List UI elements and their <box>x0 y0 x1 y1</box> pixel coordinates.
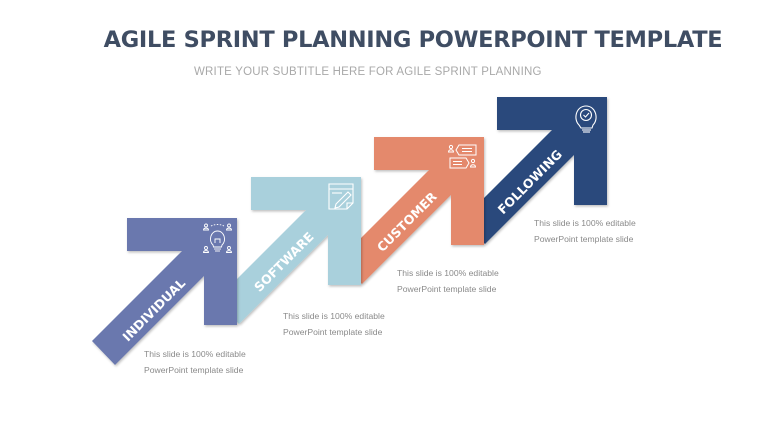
arrow-shape <box>216 177 361 324</box>
lightbulb-check-icon <box>575 105 597 133</box>
description-line: PowerPoint template slide <box>144 364 244 375</box>
description-line: PowerPoint template slide <box>283 326 383 337</box>
edit-document-icon <box>328 183 354 210</box>
arrow-step-software[interactable]: SOFTWARE <box>216 177 361 324</box>
arrow-shape <box>462 97 607 244</box>
arrow-step-individual[interactable]: INDIVIDUAL <box>92 218 237 365</box>
chat-conversation-icon <box>447 144 477 169</box>
arrow-shape <box>339 137 484 284</box>
description-line: This slide is 100% editable <box>144 349 246 359</box>
description-line: PowerPoint template slide <box>397 283 497 294</box>
step-description-individual: This slide is 100% editable PowerPoint t… <box>144 347 246 378</box>
description-line: This slide is 100% editable <box>397 268 499 278</box>
step-description-following: This slide is 100% editable PowerPoint t… <box>534 216 636 247</box>
description-line: This slide is 100% editable <box>283 311 385 321</box>
slide-subtitle: WRITE YOUR SUBTITLE HERE FOR AGILE SPRIN… <box>194 66 542 78</box>
step-description-software: This slide is 100% editable PowerPoint t… <box>283 309 385 340</box>
slide-title: AGILE SPRINT PLANNING POWERPOINT TEMPLAT… <box>103 27 723 53</box>
step-description-customer: This slide is 100% editable PowerPoint t… <box>397 266 499 297</box>
lightbulb-team-icon <box>203 223 232 253</box>
arrow-shape <box>92 218 237 365</box>
description-line: This slide is 100% editable <box>534 218 636 228</box>
description-line: PowerPoint template slide <box>534 233 634 244</box>
